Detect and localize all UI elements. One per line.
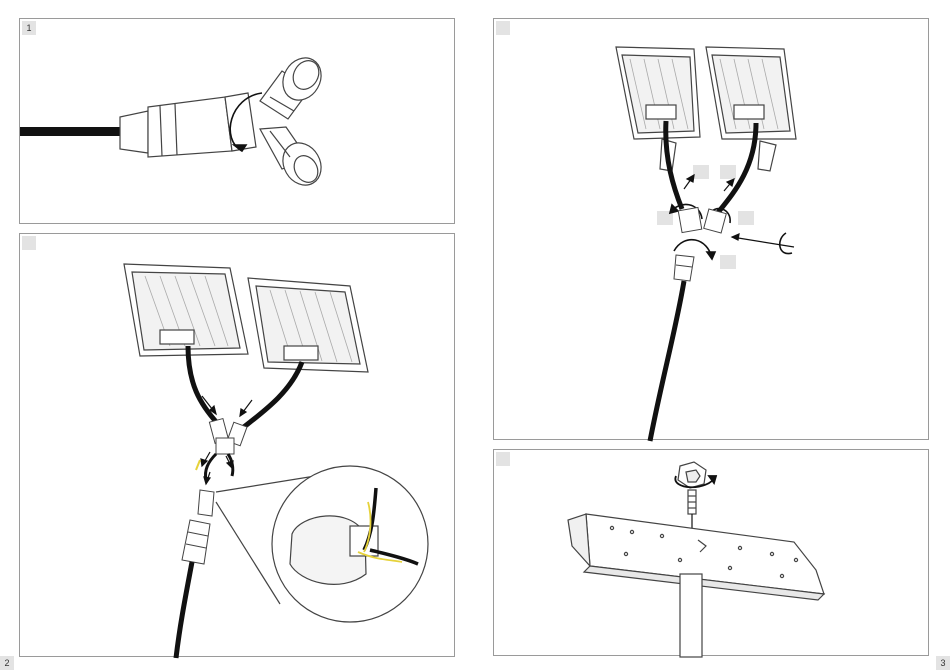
two-panel-wiring-illustration bbox=[20, 234, 456, 658]
step-4-panel bbox=[493, 449, 929, 656]
plug-connector bbox=[182, 490, 214, 564]
y-connector-icon bbox=[120, 51, 329, 192]
y-connector-illustration bbox=[20, 19, 456, 225]
y-connector-icon bbox=[674, 207, 726, 281]
page-number-left: 2 bbox=[0, 656, 14, 670]
solar-panel-icon bbox=[616, 47, 700, 139]
panel-assembly-illustration bbox=[494, 19, 930, 441]
bracket-mounting-illustration bbox=[494, 450, 930, 657]
page-number-right: 3 bbox=[936, 656, 950, 670]
step-1-panel: 1 bbox=[19, 18, 455, 224]
solar-panel-icon bbox=[124, 264, 248, 356]
step-3-panel bbox=[493, 18, 929, 440]
mounting-post bbox=[680, 574, 702, 657]
y-connector-icon bbox=[209, 419, 247, 454]
solar-panel-icon bbox=[248, 278, 368, 372]
cable bbox=[20, 127, 122, 136]
magnifier-circle-icon bbox=[216, 466, 428, 622]
step-2-panel bbox=[19, 233, 455, 657]
